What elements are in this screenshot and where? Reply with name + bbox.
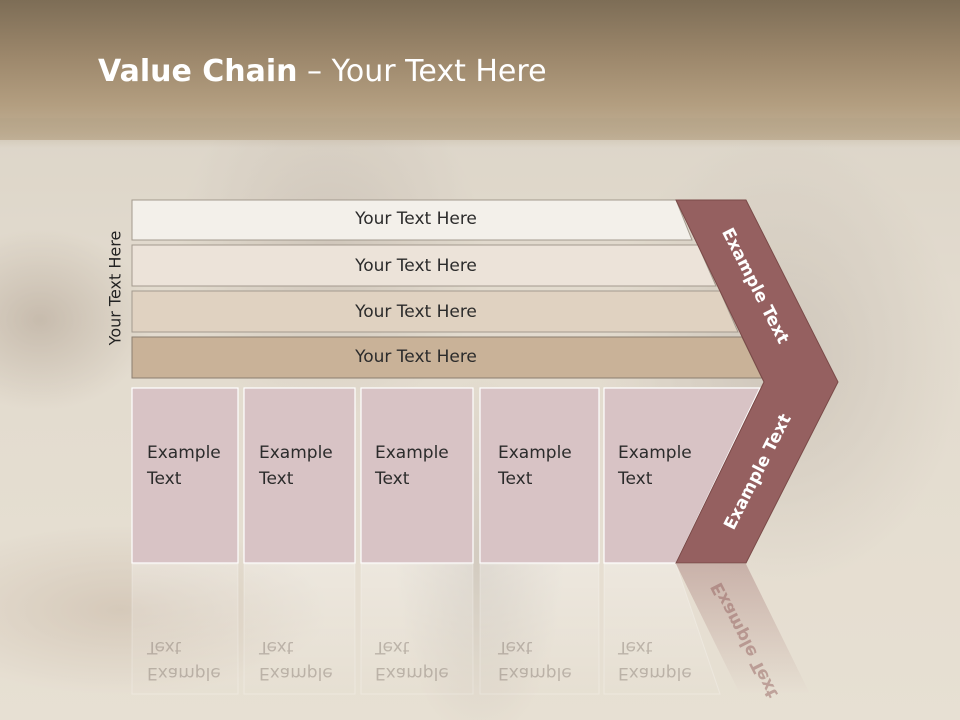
reflected-line: Example xyxy=(375,663,449,683)
reflected-line: Example xyxy=(618,663,692,683)
header-band xyxy=(0,0,960,140)
row-label-2: Your Text Here xyxy=(355,256,477,276)
box-line-2: Text xyxy=(498,469,533,489)
box-text-reflection: Example Text xyxy=(259,634,333,686)
reflected-line: Example xyxy=(498,663,572,683)
reflected-line: Text xyxy=(618,637,653,657)
slide-title: Value Chain – Your Text Here xyxy=(98,54,547,89)
box-line-2: Text xyxy=(375,469,410,489)
box-text-reflection: Example Text xyxy=(147,634,221,686)
row-band-3 xyxy=(131,290,739,333)
reflected-line: Text xyxy=(259,637,294,657)
row-label-4: Your Text Here xyxy=(355,347,477,367)
reflected-line: Text xyxy=(375,637,410,657)
box-line-1: Example xyxy=(618,443,692,463)
header-fade xyxy=(0,118,960,148)
box-reflection xyxy=(131,563,239,695)
row-label-1: Your Text Here xyxy=(355,209,477,229)
box-line-2: Text xyxy=(259,469,294,489)
reflected-line: Text xyxy=(147,637,182,657)
row-label-3: Your Text Here xyxy=(355,302,477,322)
box-line-1: Example xyxy=(375,443,449,463)
box-reflection xyxy=(243,563,356,695)
box-line-2: Text xyxy=(618,469,653,489)
example-box-2 xyxy=(243,387,356,564)
box-reflection xyxy=(360,563,474,695)
box-text-reflection: Example Text xyxy=(618,634,692,686)
box-line-1: Example xyxy=(498,443,572,463)
box-text-reflection: Example Text xyxy=(375,634,449,686)
box-line-1: Example xyxy=(147,443,221,463)
box-line-2: Text xyxy=(147,469,182,489)
example-box-1 xyxy=(131,387,239,564)
reflected-line: Text xyxy=(498,637,533,657)
box-reflection xyxy=(479,563,600,695)
box-text-reflection: Example Text xyxy=(498,634,572,686)
reflected-line: Example xyxy=(147,663,221,683)
value-chevron xyxy=(675,199,839,564)
example-box-text-1: Example Text xyxy=(147,440,221,492)
chevron-reflection xyxy=(676,564,810,694)
example-box-text-2: Example Text xyxy=(259,440,333,492)
example-box-text-4: Example Text xyxy=(498,440,572,492)
example-box-4 xyxy=(479,387,600,564)
box-line-1: Example xyxy=(259,443,333,463)
title-rest: – Your Text Here xyxy=(297,54,547,89)
box-reflection xyxy=(603,563,721,695)
example-box-3 xyxy=(360,387,474,564)
reflected-line: Example xyxy=(259,663,333,683)
example-box-text-3: Example Text xyxy=(375,440,449,492)
example-box-text-5: Example Text xyxy=(618,440,692,492)
title-bold: Value Chain xyxy=(98,54,298,89)
row-band-1 xyxy=(131,199,693,241)
row-band-2 xyxy=(131,244,717,287)
